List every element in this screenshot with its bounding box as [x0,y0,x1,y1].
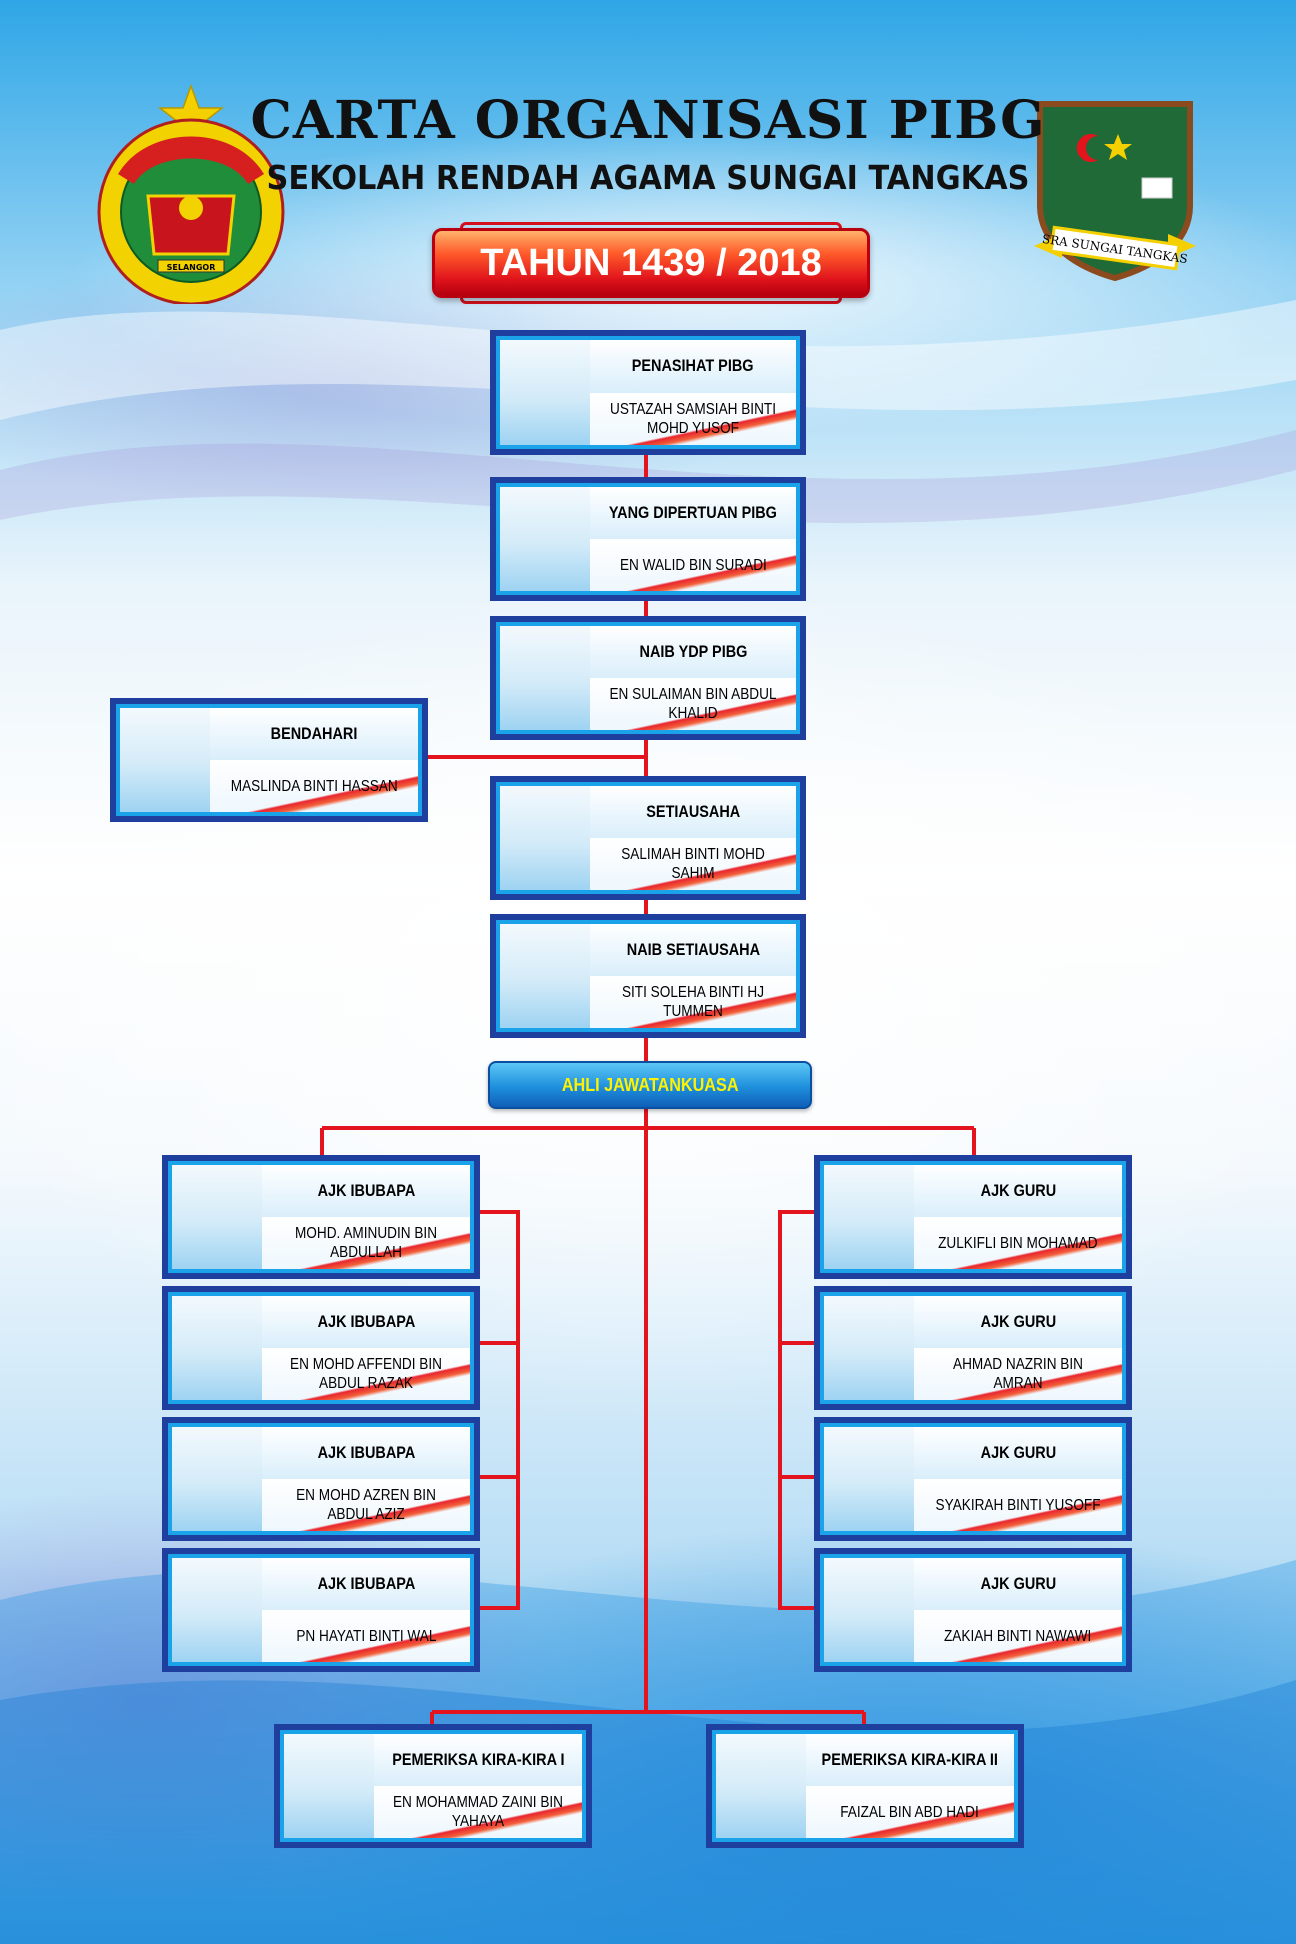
role-label: AJK GURU [914,1427,1122,1480]
year-banner: TAHUN 1439 / 2018 [432,228,870,298]
role-label: PENASIHAT PIBG [590,340,796,394]
photo-placeholder [500,786,591,890]
role-label: YANG DIPERTUAN PIBG [590,487,796,540]
member-name: EN MOHD AFFENDI BIN ABDUL RAZAK [262,1348,470,1400]
photo-placeholder [824,1427,915,1531]
school-crest-icon: SRA SUNGAI TANGKAS [1034,101,1196,282]
photo-placeholder [500,924,591,1028]
card-ajk-ibubapa: AJK IBUBAPA PN HAYATI BINTI WAL [162,1548,480,1672]
role-label: PEMERIKSA KIRA-KIRA I [374,1734,582,1787]
photo-placeholder [172,1296,263,1400]
photo-placeholder [172,1558,263,1662]
card-ajk-ibubapa: AJK IBUBAPA MOHD. AMINUDIN BIN ABDULLAH [162,1155,480,1279]
role-label: PEMERIKSA KIRA-KIRA II [806,1734,1014,1787]
member-name: SITI SOLEHA BINTI HJ TUMMEN [590,976,796,1028]
card-ydp: YANG DIPERTUAN PIBG EN WALID BIN SURADI [490,477,806,601]
photo-placeholder [824,1296,915,1400]
member-name: EN MOHAMMAD ZAINI BIN YAHAYA [374,1786,582,1838]
card-pemeriksa-2: PEMERIKSA KIRA-KIRA II FAIZAL BIN ABD HA… [706,1724,1024,1848]
card-ajk-guru: AJK GURU AHMAD NAZRIN BIN AMRAN [814,1286,1132,1410]
photo-placeholder [172,1427,263,1531]
role-label: AJK IBUBAPA [262,1165,470,1218]
role-label: BENDAHARI [210,708,418,761]
selangor-emblem-icon: SELANGOR [97,84,285,304]
card-naib-setiausaha: NAIB SETIAUSAHA SITI SOLEHA BINTI HJ TUM… [490,914,806,1038]
member-name: AHMAD NAZRIN BIN AMRAN [914,1348,1122,1400]
photo-placeholder [172,1165,263,1269]
card-pemeriksa-1: PEMERIKSA KIRA-KIRA I EN MOHAMMAD ZAINI … [274,1724,592,1848]
card-ajk-guru: AJK GURU ZULKIFLI BIN MOHAMAD [814,1155,1132,1279]
role-label: NAIB SETIAUSAHA [590,924,796,977]
photo-placeholder [500,340,591,445]
photo-placeholder [824,1165,915,1269]
member-name: USTAZAH SAMSIAH BINTI MOHD YUSOF [590,392,796,445]
member-name: MOHD. AMINUDIN BIN ABDULLAH [262,1217,470,1269]
card-ajk-ibubapa: AJK IBUBAPA EN MOHD AZREN BIN ABDUL AZIZ [162,1417,480,1541]
member-name: PN HAYATI BINTI WAL [262,1610,470,1662]
card-ajk-guru: AJK GURU ZAKIAH BINTI NAWAWI [814,1548,1132,1672]
member-name: FAIZAL BIN ABD HADI [806,1786,1014,1838]
role-label: SETIAUSAHA [590,786,796,839]
photo-placeholder [500,626,591,730]
role-label: AJK IBUBAPA [262,1558,470,1611]
photo-placeholder [500,487,591,591]
role-label: AJK GURU [914,1296,1122,1349]
card-ajk-ibubapa: AJK IBUBAPA EN MOHD AFFENDI BIN ABDUL RA… [162,1286,480,1410]
photo-placeholder [120,708,211,812]
school-name: SEKOLAH RENDAH AGAMA SUNGAI TANGKAS [266,158,1030,197]
member-name: SALIMAH BINTI MOHD SAHIM [590,838,796,890]
emblem-caption: SELANGOR [167,263,216,272]
member-name: ZAKIAH BINTI NAWAWI [914,1610,1122,1662]
card-bendahari: BENDAHARI MASLINDA BINTI HASSAN [110,698,428,822]
member-name: EN SULAIMAN BIN ABDUL KHALID [590,678,796,730]
photo-placeholder [824,1558,915,1662]
role-label: AJK GURU [914,1165,1122,1218]
member-name: EN WALID BIN SURADI [590,539,796,591]
card-setiausaha: SETIAUSAHA SALIMAH BINTI MOHD SAHIM [490,776,806,900]
card-naib-ydp: NAIB YDP PIBG EN SULAIMAN BIN ABDUL KHAL… [490,616,806,740]
role-label: AJK IBUBAPA [262,1296,470,1349]
member-name: EN MOHD AZREN BIN ABDUL AZIZ [262,1479,470,1531]
ajk-section-header: AHLI JAWATANKUASA [488,1061,812,1109]
photo-placeholder [284,1734,375,1838]
role-label: AJK GURU [914,1558,1122,1611]
member-name: ZULKIFLI BIN MOHAMAD [914,1217,1122,1269]
photo-placeholder [716,1734,807,1838]
role-label: AJK IBUBAPA [262,1427,470,1480]
card-ajk-guru: AJK GURU SYAKIRAH BINTI YUSOFF [814,1417,1132,1541]
member-name: MASLINDA BINTI HASSAN [210,760,418,812]
role-label: NAIB YDP PIBG [590,626,796,679]
card-penasihat: PENASIHAT PIBG USTAZAH SAMSIAH BINTI MOH… [490,330,806,455]
member-name: SYAKIRAH BINTI YUSOFF [914,1479,1122,1531]
page-title: CARTA ORGANISASI PIBG [250,90,1046,151]
year-label: TAHUN 1439 / 2018 [480,241,822,284]
